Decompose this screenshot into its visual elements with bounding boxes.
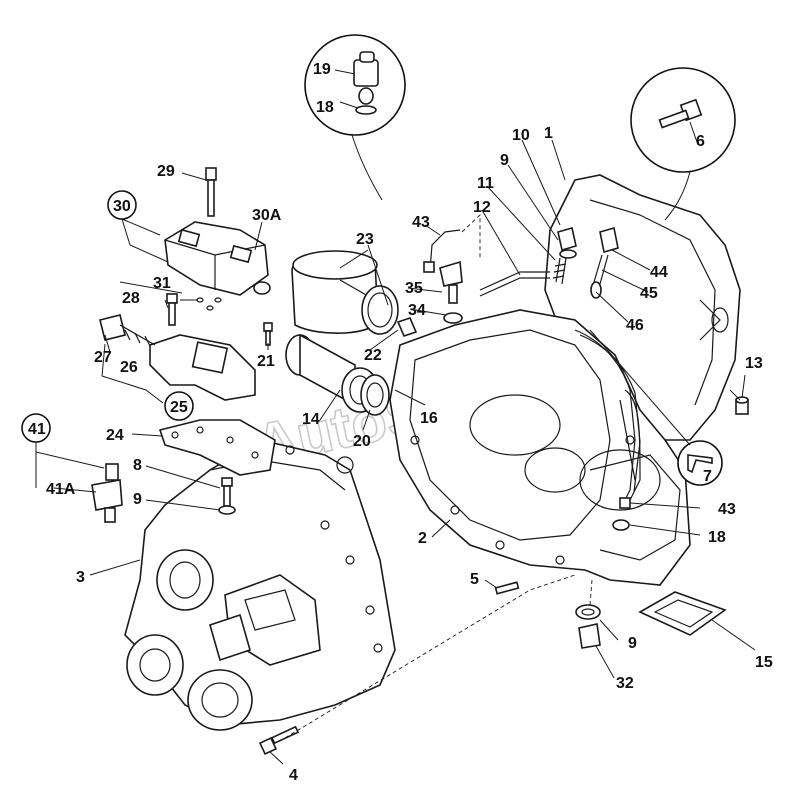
callout-9-lower: 9 bbox=[628, 635, 637, 652]
assembly-line-4 bbox=[284, 574, 576, 739]
callout-14: 14 bbox=[302, 411, 320, 428]
callout-5: 5 bbox=[470, 571, 479, 588]
callout-30: 30 bbox=[113, 198, 131, 215]
callout-27: 27 bbox=[94, 349, 112, 366]
bolt-4 bbox=[258, 725, 300, 756]
callout-16: 16 bbox=[420, 410, 438, 427]
detail-leader-7 bbox=[589, 329, 691, 446]
plug-22 bbox=[396, 317, 418, 337]
callout-1: 1 bbox=[544, 125, 553, 142]
bolt-13 bbox=[735, 396, 749, 415]
callout-41a: 41A bbox=[46, 481, 76, 498]
valve-25 bbox=[99, 314, 256, 401]
o-rings-31 bbox=[196, 297, 222, 311]
pipe-43-upper bbox=[423, 229, 461, 273]
callout-20: 20 bbox=[353, 433, 371, 450]
callout-4: 4 bbox=[289, 767, 298, 784]
detail-leader-6 bbox=[664, 171, 691, 221]
callout-3: 3 bbox=[76, 569, 85, 586]
callout-labels: 1 2 3 4 5 6 7 8 9 9 9 10 11 12 13 14 15 … bbox=[28, 61, 773, 784]
sensor-35 bbox=[439, 260, 463, 324]
plug-10 bbox=[552, 226, 577, 285]
callout-32: 32 bbox=[616, 675, 634, 692]
callout-10: 10 bbox=[512, 127, 530, 144]
drain-plug bbox=[575, 604, 601, 649]
plug-44 bbox=[590, 226, 619, 299]
leader-lines bbox=[35, 69, 756, 765]
callout-43-upper: 43 bbox=[412, 214, 430, 231]
callout-22: 22 bbox=[364, 347, 382, 364]
callout-21: 21 bbox=[257, 353, 275, 370]
callout-35: 35 bbox=[405, 280, 423, 297]
callout-18-lower: 18 bbox=[708, 529, 726, 546]
callout-25: 25 bbox=[170, 399, 188, 416]
callout-24: 24 bbox=[106, 427, 124, 444]
front-casing bbox=[389, 309, 691, 586]
callout-8: 8 bbox=[133, 457, 142, 474]
assembly-line-43 bbox=[461, 213, 481, 260]
callout-18-upper: 18 bbox=[316, 99, 334, 116]
oil-filter bbox=[291, 250, 399, 335]
callout-46: 46 bbox=[626, 317, 644, 334]
detail-circle-6 bbox=[630, 67, 736, 173]
callout-9-rear: 9 bbox=[133, 491, 142, 508]
callout-12: 12 bbox=[473, 199, 491, 216]
callout-34: 34 bbox=[408, 302, 426, 319]
cover-15 bbox=[638, 591, 727, 636]
callout-13: 13 bbox=[745, 355, 763, 372]
detail-circle-19 bbox=[304, 34, 406, 136]
washer-18-lower bbox=[612, 519, 630, 531]
bolt-28 bbox=[166, 293, 178, 326]
callout-2: 2 bbox=[418, 530, 427, 547]
gasket-20 bbox=[360, 374, 390, 416]
assembly-line-32 bbox=[589, 579, 593, 606]
detail-circle-7 bbox=[677, 440, 723, 486]
callout-7: 7 bbox=[703, 468, 712, 485]
rear-casing bbox=[124, 439, 396, 731]
solenoid-valve-block bbox=[164, 221, 271, 296]
callout-28: 28 bbox=[122, 290, 140, 307]
callout-26: 26 bbox=[120, 359, 138, 376]
callout-31: 31 bbox=[153, 275, 171, 292]
callout-41: 41 bbox=[28, 421, 46, 438]
callout-9-upper: 9 bbox=[500, 152, 509, 169]
callout-11: 11 bbox=[477, 175, 494, 192]
pressure-switch bbox=[91, 463, 123, 523]
ring-25 bbox=[164, 391, 194, 421]
callout-45: 45 bbox=[640, 285, 658, 302]
bolt-8 bbox=[218, 477, 236, 515]
gasket-plate bbox=[158, 419, 276, 476]
callout-43-lower: 43 bbox=[718, 501, 736, 518]
pipe-12 bbox=[479, 271, 550, 297]
callout-23: 23 bbox=[356, 231, 374, 248]
callout-29: 29 bbox=[157, 163, 175, 180]
dowel-5 bbox=[494, 581, 520, 595]
detail-leader-19 bbox=[351, 134, 383, 201]
callout-15: 15 bbox=[755, 654, 773, 671]
bolt-29 bbox=[205, 167, 217, 217]
bolt-21 bbox=[263, 322, 273, 346]
callout-30a: 30A bbox=[252, 207, 282, 224]
callout-6: 6 bbox=[696, 133, 705, 150]
callout-44: 44 bbox=[650, 264, 668, 281]
callout-19: 19 bbox=[313, 61, 331, 78]
